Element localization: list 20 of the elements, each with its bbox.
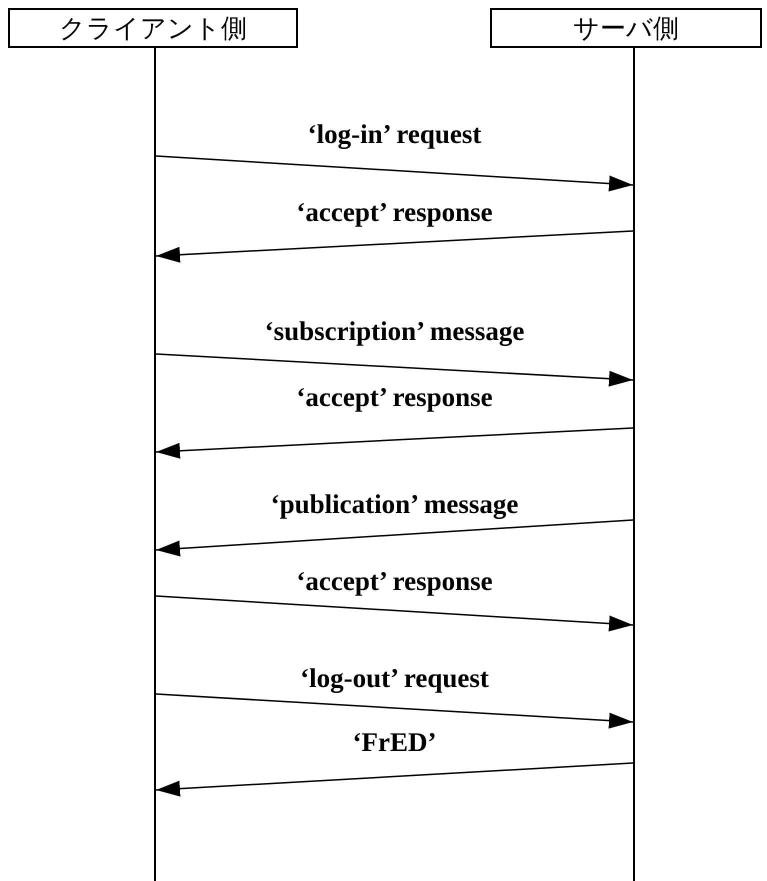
- arrow: [156, 155, 634, 192]
- arrow: [156, 519, 634, 556]
- edge-label: ‘FrED’: [352, 726, 436, 758]
- header-box: サーバ側: [490, 8, 762, 48]
- edge-label: ‘publication’ message: [270, 488, 518, 520]
- arrow: [156, 427, 634, 459]
- edge-label: ‘log-out’ request: [300, 662, 489, 694]
- edge-label: ‘accept’ response: [296, 565, 493, 597]
- arrow: [156, 230, 634, 263]
- header-box: クライアント側: [8, 8, 298, 48]
- edge-label: ‘accept’ response: [296, 196, 493, 228]
- lifeline: [633, 48, 635, 881]
- edge-label: ‘subscription’ message: [264, 315, 524, 347]
- arrow: [156, 762, 634, 797]
- arrow: [156, 595, 634, 632]
- edge-label: ‘accept’ response: [296, 381, 493, 413]
- lifeline: [154, 48, 156, 881]
- arrow: [156, 353, 634, 387]
- edge-label: ‘log-in’ request: [308, 118, 482, 150]
- arrow: [156, 693, 634, 729]
